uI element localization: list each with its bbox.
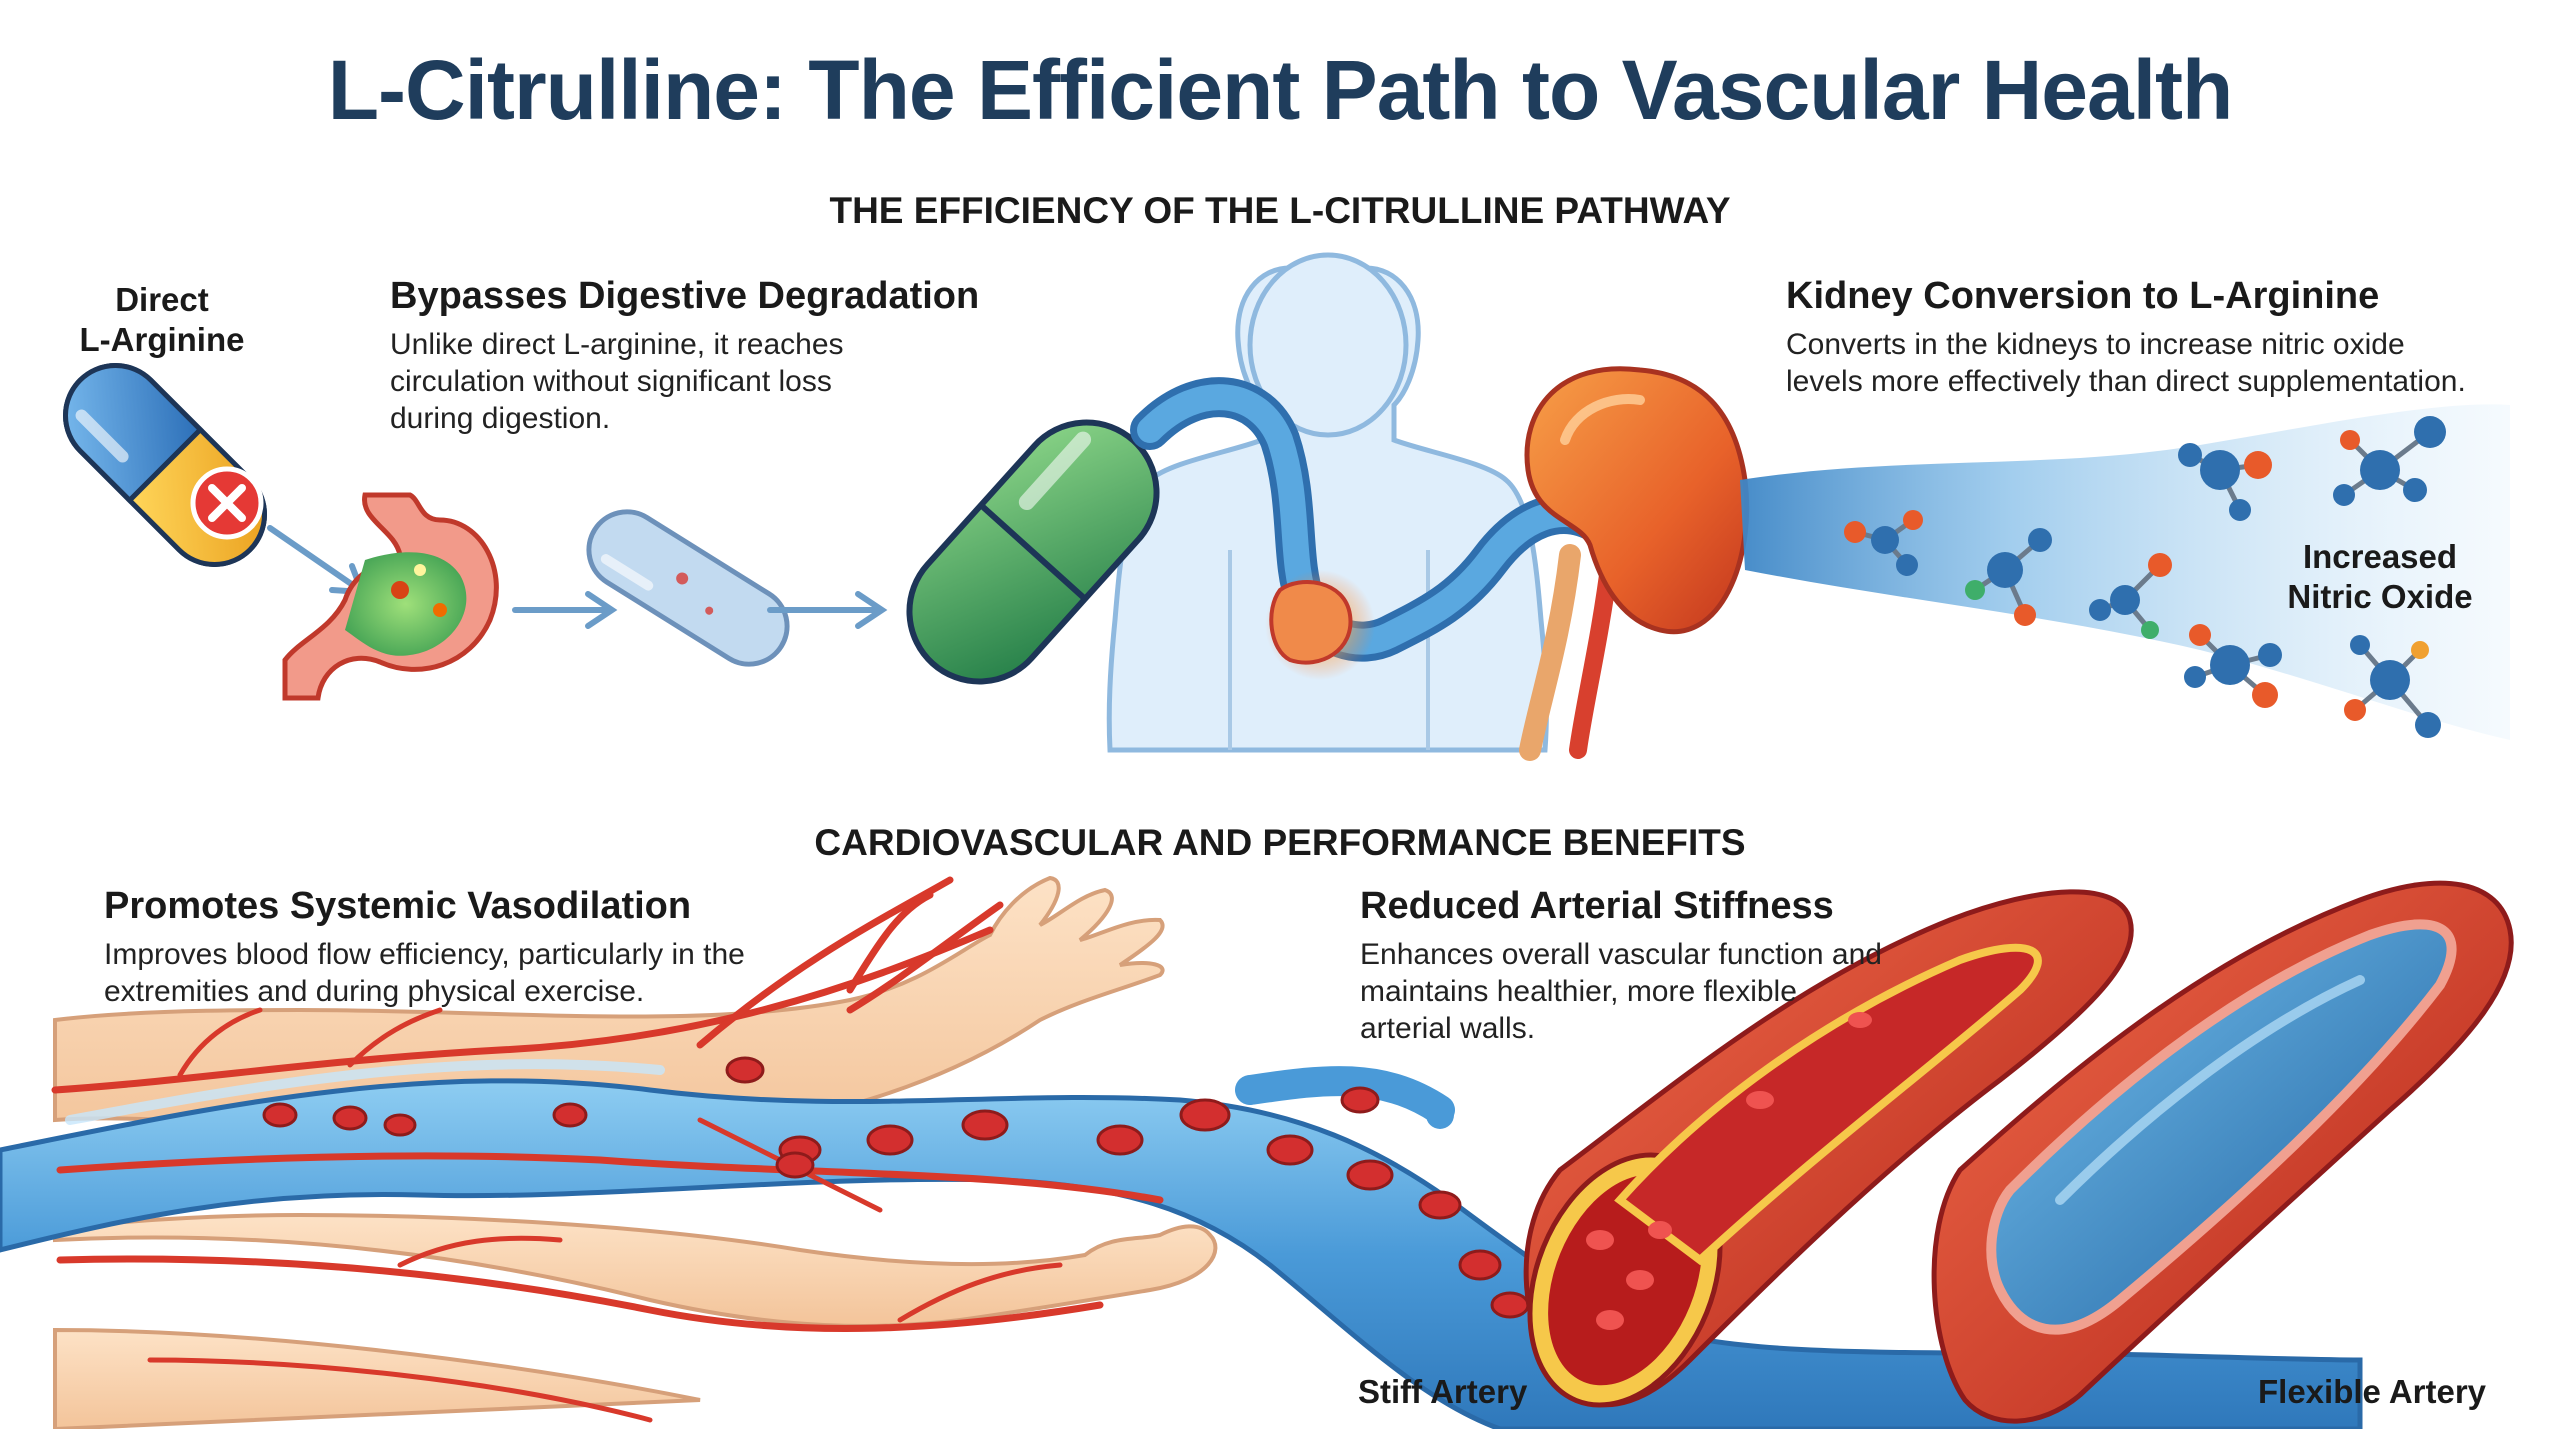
molecule: [2184, 624, 2282, 708]
red-blood-cells: [262, 1056, 1530, 1319]
capillary-network: [51, 876, 1164, 1423]
bypass-description: Unlike direct L-arginine, it reaches cir…: [390, 326, 979, 437]
stiffness-heading: Reduced Arterial Stiffness: [1360, 885, 1834, 927]
leg-illustration: [53, 1212, 1218, 1429]
bypass-line1: Unlike direct L-arginine, it reaches: [390, 328, 844, 361]
stiff-line2: maintains healthier, more flexible: [1360, 975, 1797, 1008]
direct-label-line1: Direct: [115, 281, 209, 318]
molecule: [2344, 635, 2441, 738]
molecule: [1965, 528, 2052, 626]
molecule: [1844, 510, 1923, 576]
no-label-line2: Nitric Oxide: [2287, 578, 2473, 615]
kidney-callout: Kidney Conversion to L-Arginine Converts…: [1786, 275, 2466, 400]
vaso-line1: Improves blood flow efficiency, particul…: [104, 938, 745, 971]
bypass-callout: Bypasses Digestive Degradation Unlike di…: [390, 275, 979, 437]
kidney-description: Converts in the kidneys to increase nitr…: [1786, 326, 2466, 400]
gut-glow: [1265, 570, 1375, 680]
vasodilation-heading: Promotes Systemic Vasodilation: [104, 885, 692, 927]
degraded-capsule: [586, 509, 790, 667]
vasodilation-description: Improves blood flow efficiency, particul…: [104, 936, 745, 1010]
direct-label-line2: L-Arginine: [79, 321, 245, 358]
kidney-line1: Converts in the kidneys to increase nitr…: [1786, 328, 2405, 361]
stomach-icon: [282, 492, 499, 701]
vaso-line2: extremities and during physical exercise…: [104, 975, 645, 1008]
stiffness-description: Enhances overall vascular function and m…: [1360, 936, 1882, 1047]
cross-icon: [190, 466, 264, 540]
direct-arginine-capsule: [63, 363, 267, 567]
page-title: L-Citrulline: The Efficient Path to Vasc…: [327, 43, 2234, 137]
molecule: [2178, 443, 2272, 521]
stiff-artery-illustration: [1523, 889, 2134, 1408]
stiffness-callout: Reduced Arterial Stiffness Enhances over…: [1360, 885, 1882, 1047]
stiff-line3: arterial walls.: [1360, 1012, 1536, 1045]
kidney-line2: levels more effectively than direct supp…: [1786, 365, 2466, 398]
nitric-oxide-stream: [1740, 404, 2510, 740]
bypass-line3: during digestion.: [390, 402, 611, 435]
kidney-icon: [1519, 366, 1750, 761]
flexible-artery-illustration: [1931, 880, 2514, 1424]
nitric-oxide-label: Increased Nitric Oxide: [2260, 537, 2500, 617]
vasodilation-callout: Promotes Systemic Vasodilation Improves …: [104, 885, 745, 1010]
flow-arrow-3: [767, 591, 888, 629]
molecule-cluster: [1844, 416, 2446, 738]
molecule: [2333, 416, 2446, 506]
kidney-heading: Kidney Conversion to L-Arginine: [1786, 275, 2380, 317]
no-label-line1: Increased: [2302, 538, 2458, 575]
section-title-pathway: THE EFFICIENCY OF THE L-CITRULLINE PATHW…: [829, 190, 1731, 231]
stiff-line1: Enhances overall vascular function and: [1360, 938, 1882, 971]
l-citrulline-capsule: [906, 419, 1160, 685]
direct-arginine-label: Direct L-Arginine: [72, 280, 252, 360]
stiff-artery-label: Stiff Artery: [1358, 1373, 1528, 1410]
flow-arrow-1: [267, 525, 367, 596]
section-title-benefits: CARDIOVASCULAR AND PERFORMANCE BENEFITS: [814, 822, 1746, 863]
flow-arrow-2: [512, 591, 618, 629]
bypass-line2: circulation without significant loss: [390, 365, 832, 398]
flexible-artery-label: Flexible Artery: [2258, 1373, 2487, 1410]
bypass-heading: Bypasses Digestive Degradation: [390, 275, 980, 317]
molecule: [2089, 553, 2172, 639]
